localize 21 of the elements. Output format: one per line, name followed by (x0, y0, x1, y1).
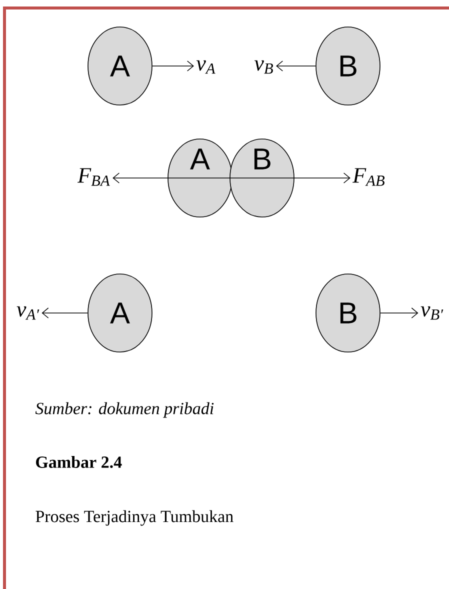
symbol-label: v$_{A′}$ (16, 306, 40, 320)
ball: B (316, 274, 380, 352)
source-note: Sumber: dokumen pribadi (35, 402, 214, 418)
arrow (42, 308, 88, 318)
ball: B (316, 26, 380, 106)
symbol-label: v$_{B}$ (254, 60, 273, 74)
symbol-label: v$_{B′}$ (420, 306, 444, 320)
ball: B (229, 138, 295, 218)
arrow (112, 172, 168, 184)
arrow (380, 308, 418, 318)
symbol-label: F$_{BA}$ (78, 168, 110, 186)
figure-caption: Proses Terjadinya Tumbukan (36, 510, 234, 526)
ball: A (88, 274, 152, 352)
symbol-label: F$_{AB}$ (352, 168, 385, 186)
arrow (152, 60, 194, 72)
arrow (276, 60, 316, 72)
ball: A (88, 26, 152, 106)
arrow (294, 172, 350, 184)
symbol-label: v$_{A}$ (196, 60, 216, 74)
figure-number: Gambar 2.4 (36, 456, 122, 468)
ball: A (167, 138, 233, 218)
